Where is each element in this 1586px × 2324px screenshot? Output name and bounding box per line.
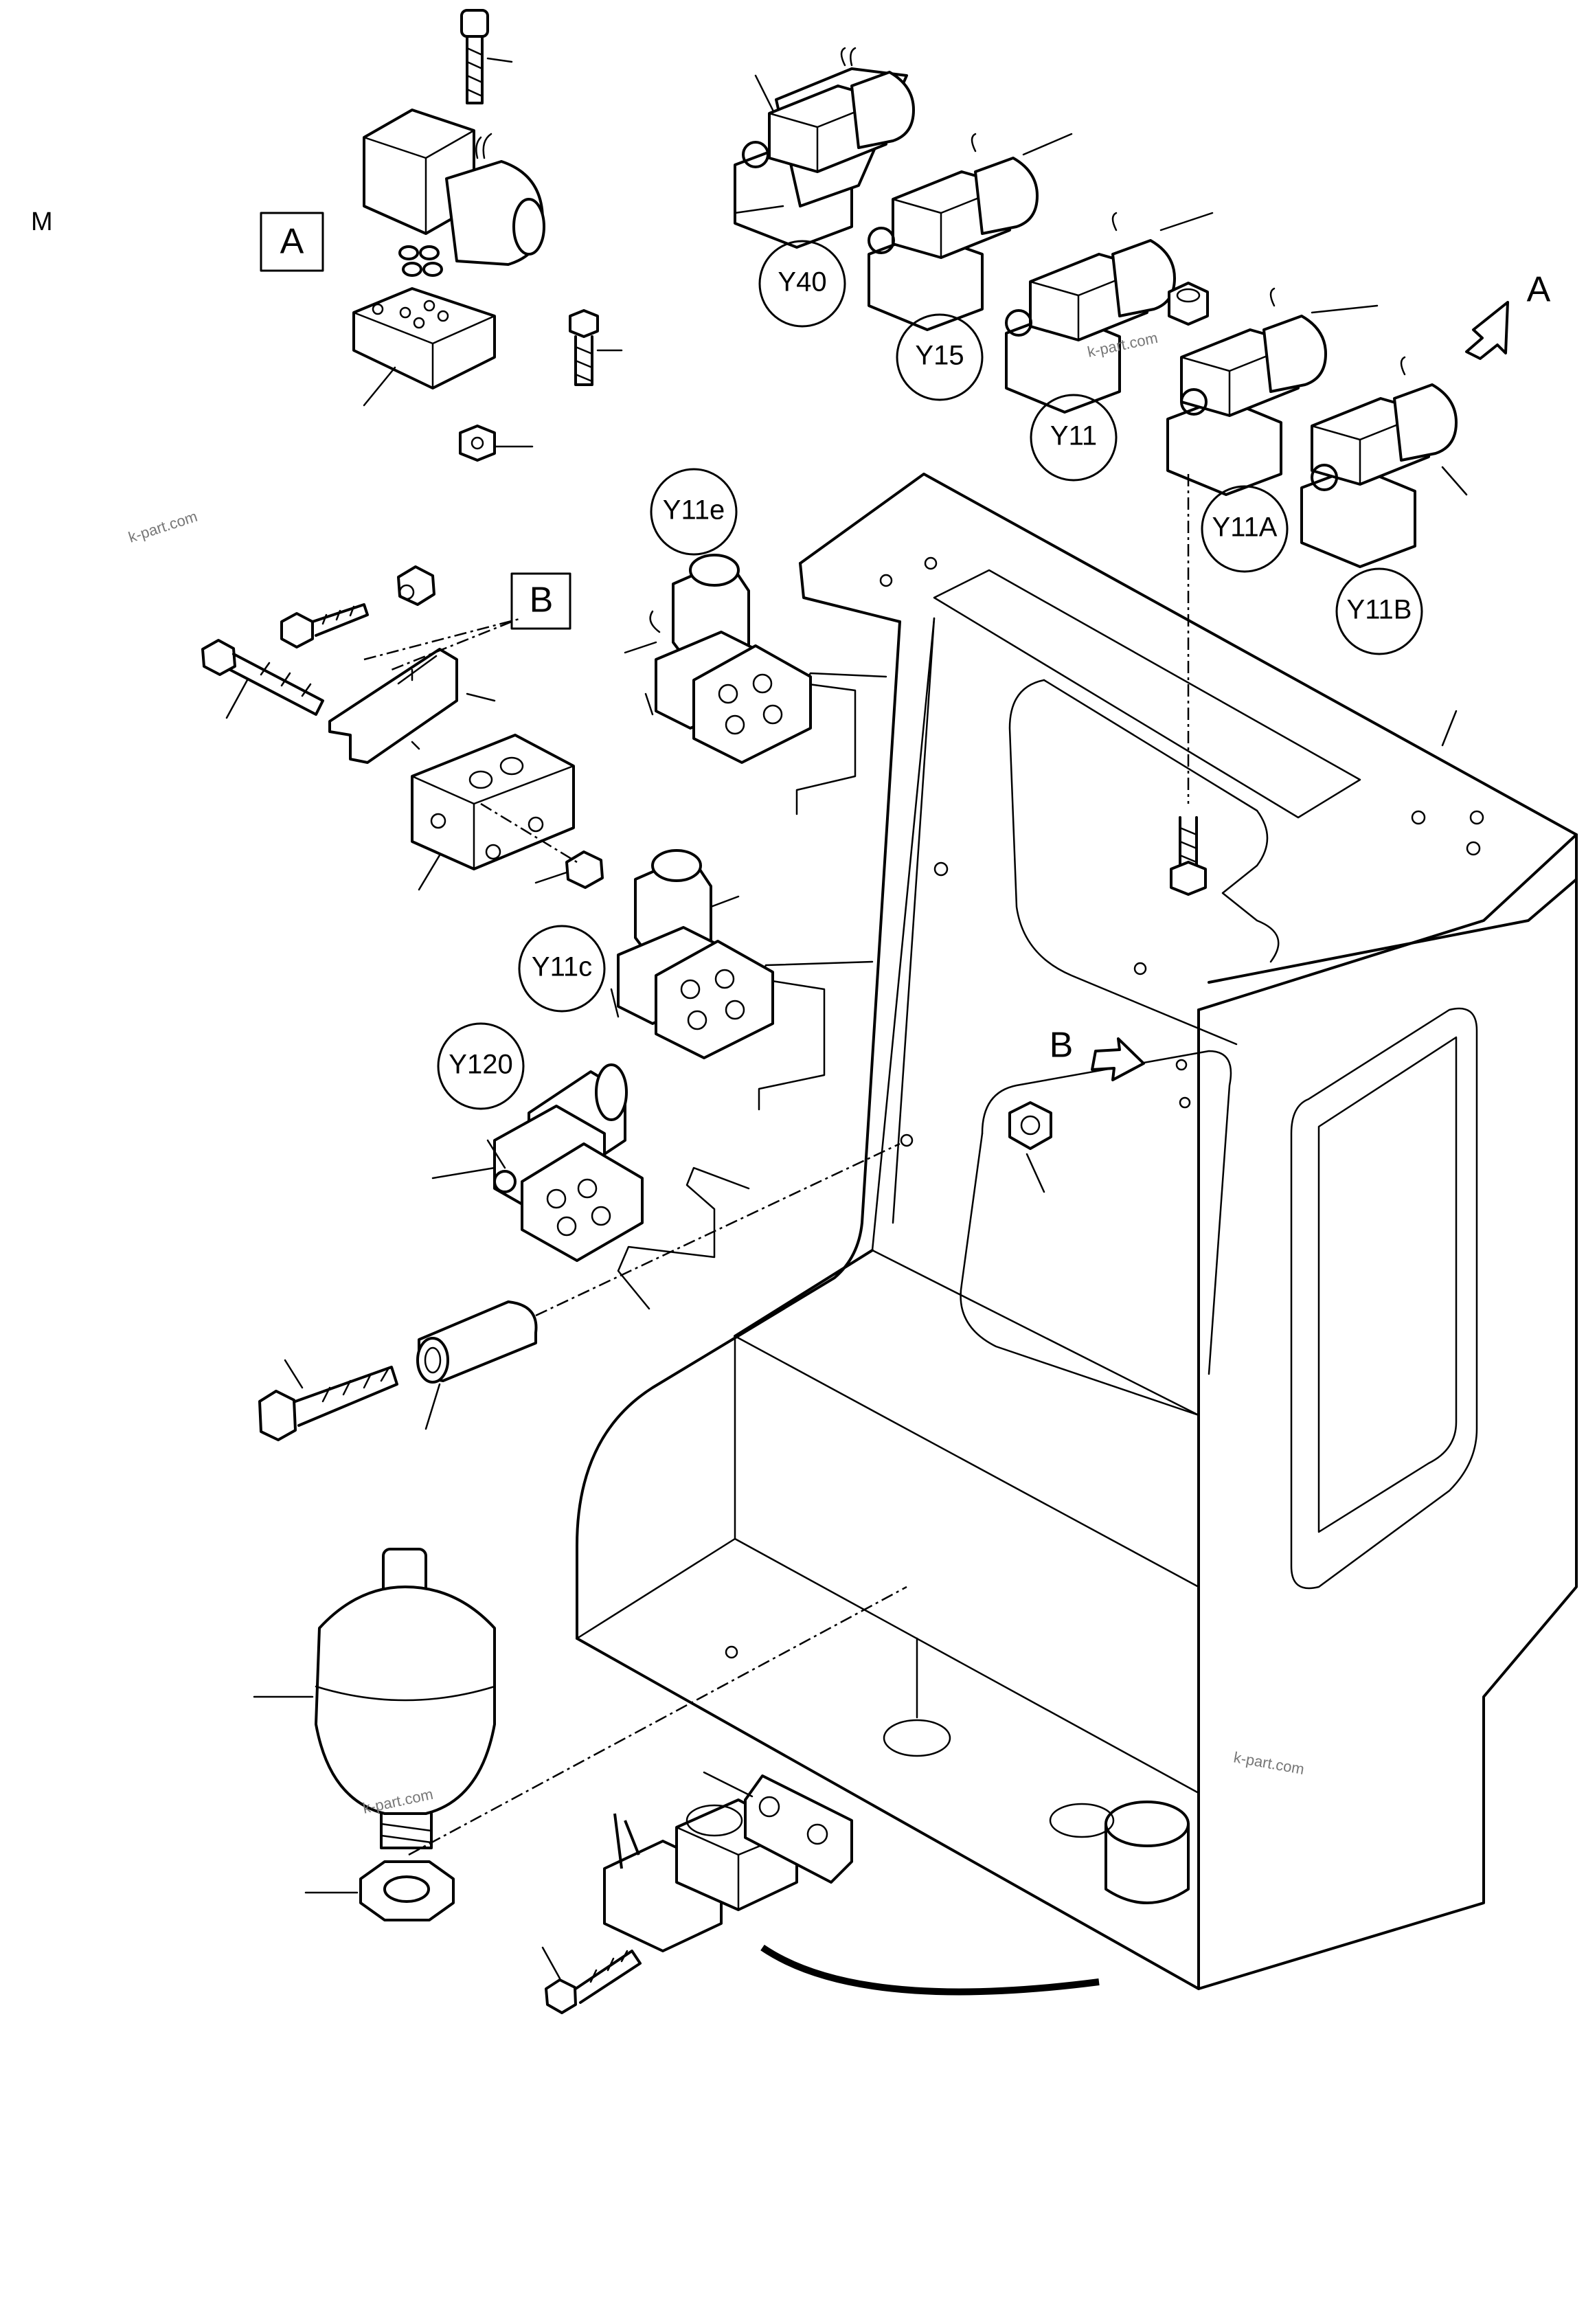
valve-y120 [431,1063,644,1262]
svg-text:Y120: Y120 [449,1050,512,1080]
valve-block-b [201,565,604,891]
svg-text:Y11: Y11 [1050,421,1097,451]
valve-y11a [1166,282,1379,496]
svg-text:Y40: Y40 [778,267,826,297]
valve-y11c [610,849,774,1059]
view-label-b-box: B [391,572,571,671]
valve-y11e [624,554,812,764]
svg-text:Y11c: Y11c [532,952,592,982]
clamp-assembly [541,1771,853,2014]
main-frame [576,473,1578,1996]
view-label-a: A [280,222,304,262]
svg-text:Y11e: Y11e [663,495,725,526]
callout-y15: Y15 [896,313,984,401]
valve-y15 [868,133,1073,331]
view-direction-a: A [1527,270,1551,310]
view-a-arrow [1465,301,1509,360]
view-label-b: B [530,580,554,620]
callout-y11a: Y11A [1201,485,1289,573]
callout-y40: Y40 [758,240,846,328]
watermark-3: k-part.com [1232,1748,1306,1778]
svg-text:Y15: Y15 [915,341,964,371]
valve-y11b [1300,356,1468,568]
valve-y40 [734,47,915,249]
frame-bolt [1170,816,1207,896]
svg-text:Y11A: Y11A [1212,512,1278,543]
view-label-a-box: A [260,212,324,272]
callout-y11b: Y11B [1335,567,1423,655]
spacer-and-bolt [258,1142,900,1441]
watermark-1: k-part.com [126,508,200,546]
callout-y11: Y11 [1030,394,1118,482]
callout-y11c: Y11c [518,925,606,1013]
callout-y120: Y120 [437,1022,525,1110]
corner-letter: M [31,207,53,236]
valve-y11 [1005,212,1214,414]
accumulator [253,1548,907,1921]
svg-text:Y11B: Y11B [1347,595,1412,625]
view-direction-b: B [1050,1026,1074,1065]
view-b-arrow [1091,1037,1145,1081]
callout-y11e: Y11e [650,468,738,556]
valve-assembly-a [352,9,623,462]
